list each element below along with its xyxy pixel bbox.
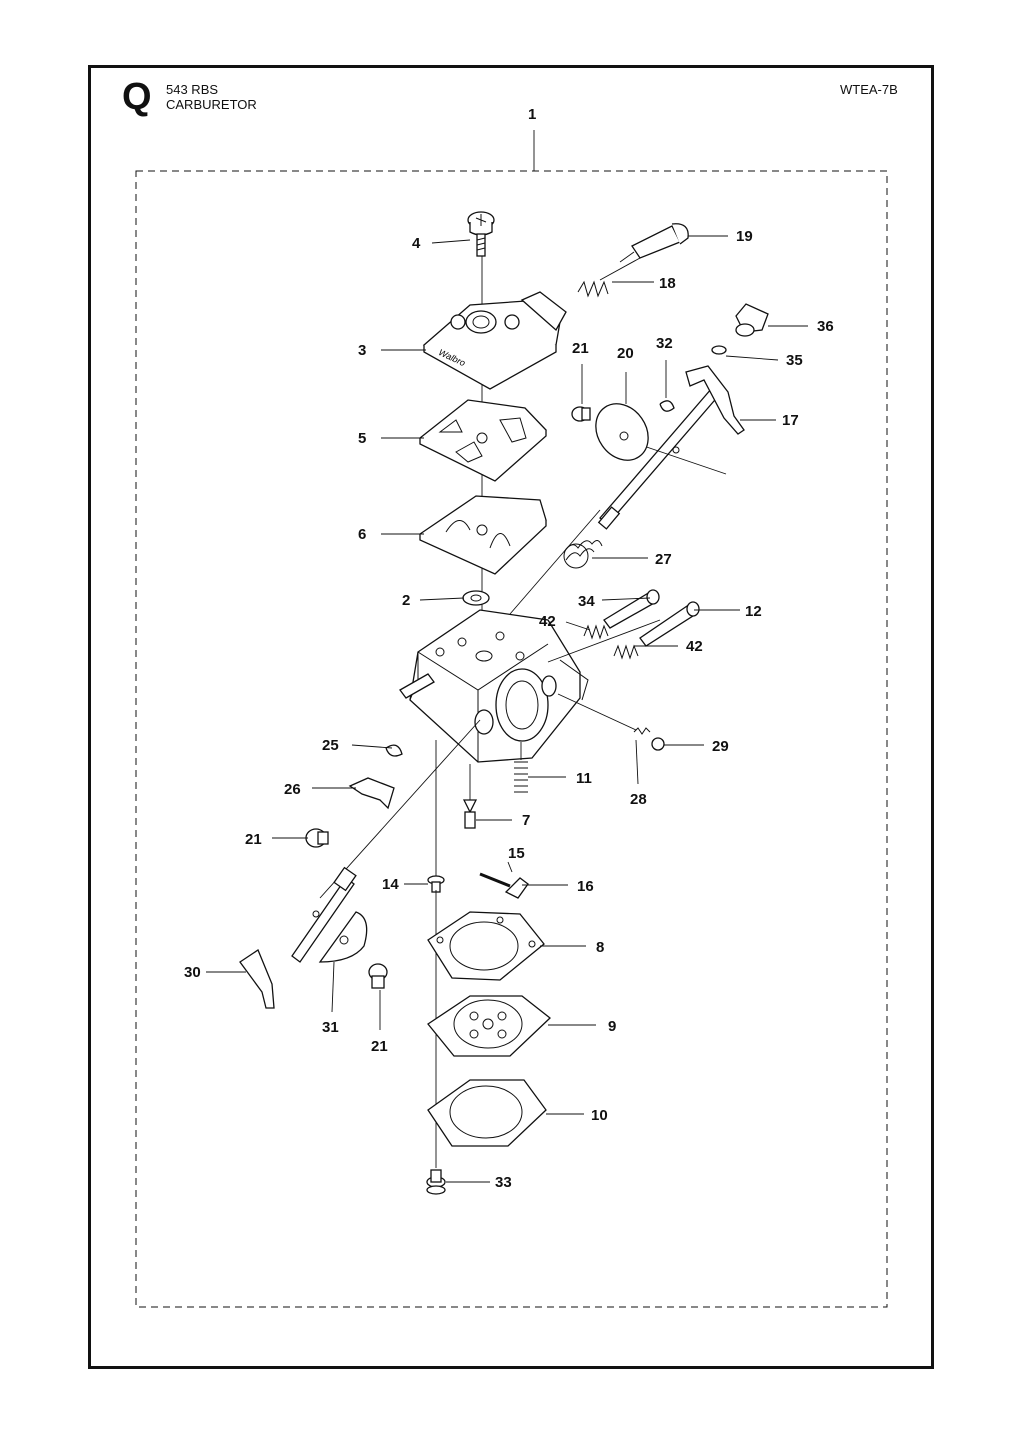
shaft-part-30 [239, 866, 357, 1009]
callout-27: 27 [655, 551, 672, 568]
page-title: CARBURETOR [166, 97, 257, 112]
section-letter: Q [122, 76, 152, 118]
pump-cover-part-3: Walbro [422, 291, 567, 390]
callout-21a: 21 [572, 340, 589, 357]
callout-21b: 21 [245, 831, 262, 848]
screw-part-21c [368, 963, 388, 989]
callout-19: 19 [736, 228, 753, 245]
callout-8: 8 [596, 939, 604, 956]
callout-29: 29 [712, 738, 729, 755]
callout-12: 12 [745, 603, 762, 620]
callout-21c: 21 [371, 1038, 388, 1055]
callout-18: 18 [659, 275, 676, 292]
spring-part-18 [577, 257, 641, 298]
needle-part-19 [619, 223, 689, 263]
screw-part-33 [426, 1169, 446, 1195]
washer-part-35 [711, 345, 727, 355]
callout-42b: 42 [686, 638, 703, 655]
callout-35: 35 [786, 352, 803, 369]
callout-labels: 1 2 3 4 5 6 7 8 9 10 11 12 14 15 16 17 1… [184, 106, 834, 1191]
gasket-part-5 [418, 399, 547, 482]
model-name: 543 RBS [166, 82, 219, 97]
needle-part-7 [462, 764, 478, 829]
spring-part-28 [633, 727, 651, 735]
callout-31: 31 [322, 1019, 339, 1036]
page-frame [88, 65, 934, 1369]
callout-25: 25 [322, 737, 339, 754]
callout-6: 6 [358, 526, 366, 543]
callout-16: 16 [577, 878, 594, 895]
pin-part-15 [479, 872, 511, 888]
callout-17: 17 [782, 412, 799, 429]
callout-42a: 42 [539, 613, 556, 630]
spring-part-42b [613, 644, 639, 660]
callout-9: 9 [608, 1018, 616, 1035]
callout-28: 28 [630, 791, 647, 808]
callout-14: 14 [382, 876, 399, 893]
gasket-part-8 [427, 911, 545, 981]
ball-part-29 [651, 737, 665, 751]
callout-32: 32 [656, 335, 673, 352]
lever-part-16 [504, 877, 529, 899]
spring-part-11 [514, 742, 528, 793]
callout-7: 7 [522, 812, 530, 829]
shaft-part-17 [597, 365, 745, 530]
valve-part-2 [462, 590, 490, 606]
assembly-boundary [135, 170, 888, 1308]
leader-lines [206, 235, 808, 1183]
callout-15: 15 [508, 845, 525, 862]
diagram-code: WTEA-7B [840, 82, 898, 97]
diaphragm-part-9 [427, 995, 551, 1057]
callout-2: 2 [402, 592, 410, 609]
callout-30: 30 [184, 964, 201, 981]
adjust-screw-part-34 [603, 589, 660, 629]
callout-1: 1 [528, 106, 536, 123]
callout-3: 3 [358, 342, 366, 359]
diaphragm-part-6 [418, 495, 547, 575]
valve-disc-part-31 [318, 911, 368, 963]
knob-part-36 [735, 303, 769, 337]
spring-part-42a [583, 624, 609, 640]
screw-part-4 [467, 211, 495, 257]
callout-26: 26 [284, 781, 301, 798]
callout-34: 34 [578, 593, 595, 610]
callout-20: 20 [617, 345, 634, 362]
carburetor-body [399, 609, 589, 763]
spring-part-27 [563, 540, 603, 569]
lever-part-26 [348, 777, 395, 810]
screw-part-21a [571, 406, 591, 422]
clip-part-25 [385, 744, 403, 757]
callout-4: 4 [412, 235, 421, 252]
callout-11: 11 [576, 770, 592, 787]
clip-part-32 [659, 400, 675, 412]
callout-33: 33 [495, 1174, 512, 1191]
callout-5: 5 [358, 430, 366, 447]
callout-10: 10 [591, 1107, 608, 1124]
screw-part-21b [305, 828, 329, 848]
adjust-screw-part-12 [639, 601, 700, 647]
valve-disc-part-20 [595, 403, 649, 461]
callout-36: 36 [817, 318, 834, 335]
gasket-part-10 [427, 1079, 547, 1147]
